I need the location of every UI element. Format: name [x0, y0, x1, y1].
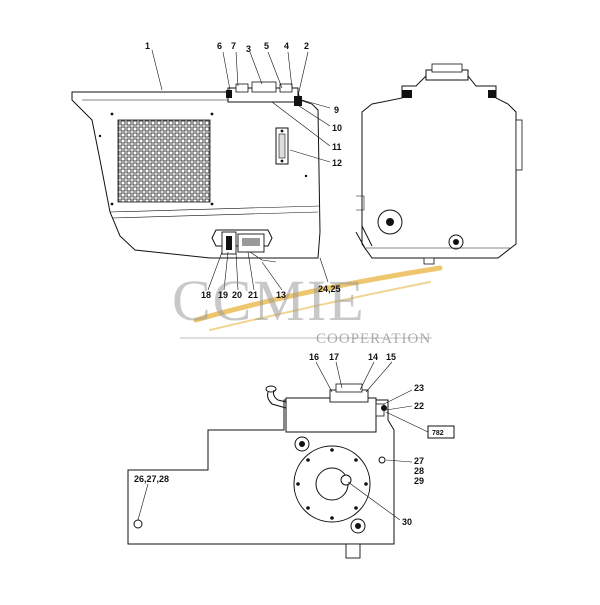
callout-18: 18: [201, 290, 211, 300]
callout-4: 4: [284, 41, 289, 51]
end-view-tank: [355, 63, 523, 265]
callout-30: 30: [402, 517, 412, 527]
callout-26-27-28: 26,27,28: [134, 474, 169, 484]
watermark-subtitle: COOPERATION: [316, 331, 431, 347]
callout-9: 9: [334, 105, 339, 115]
callout-2: 2: [304, 41, 309, 51]
callout-6: 6: [217, 41, 222, 51]
side-view-tank: [71, 81, 321, 263]
callout-29: 29: [414, 476, 424, 486]
callout-7: 7: [231, 41, 236, 51]
callout-24-25: 24,25: [318, 284, 341, 294]
callout-19: 19: [218, 290, 228, 300]
callout-5: 5: [264, 41, 269, 51]
callout-16: 16: [309, 352, 319, 362]
callout-22: 22: [414, 401, 424, 411]
callout-14: 14: [368, 352, 378, 362]
callout-17: 17: [329, 352, 339, 362]
callout-20: 20: [232, 290, 242, 300]
callout-11: 11: [332, 142, 342, 152]
callout-10: 10: [332, 123, 342, 133]
leader-lines: [137, 49, 429, 521]
watermark-brand: CCMIE: [172, 268, 366, 333]
callout-28: 28: [414, 466, 424, 476]
callout-labels: 1 6 7 3 5 4 2 9 10 11 12 18 19 20 21 13 …: [134, 41, 455, 527]
grille-mesh: [117, 119, 211, 203]
callout-21: 21: [248, 290, 258, 300]
callout-13: 13: [276, 290, 286, 300]
watermark: CCMIE COOPERATION: [172, 265, 443, 347]
callout-12: 12: [332, 158, 342, 168]
callout-15: 15: [386, 352, 396, 362]
callout-3: 3: [246, 44, 251, 54]
callout-1: 1: [145, 41, 150, 51]
watermark-swoosh: [193, 265, 443, 323]
reference-box: [427, 425, 455, 439]
reference-box-label: 782: [432, 430, 444, 437]
top-view-tank: [127, 383, 395, 559]
callout-27: 27: [414, 456, 424, 466]
callout-23: 23: [414, 383, 424, 393]
